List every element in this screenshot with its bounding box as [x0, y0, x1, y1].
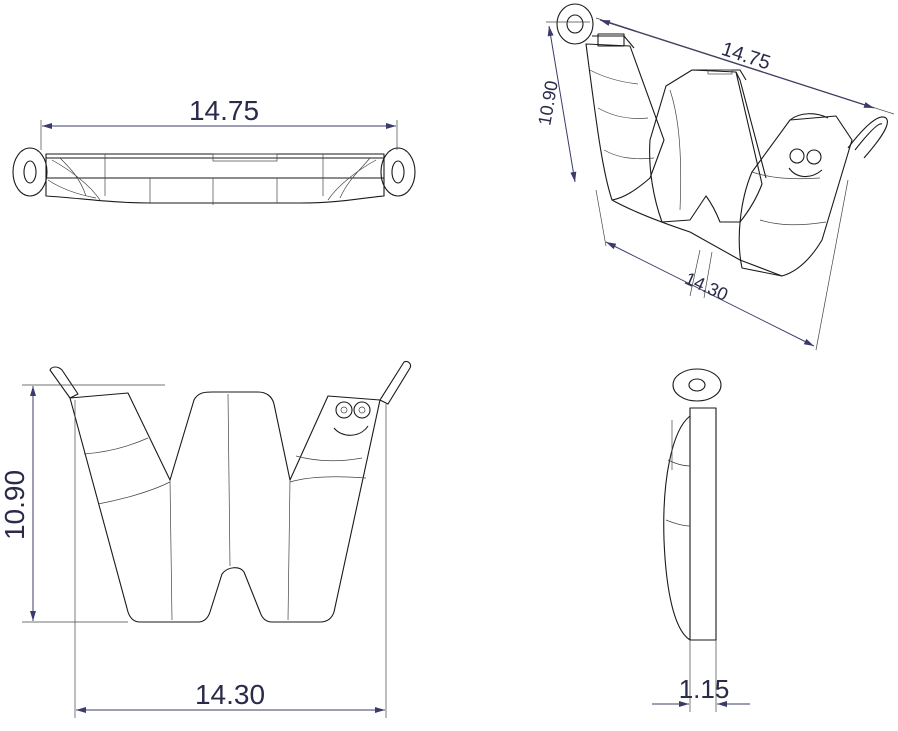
front-height-label: 10.90	[0, 470, 30, 540]
face-smile	[333, 425, 369, 436]
iso-length-label: 14.75	[719, 38, 773, 74]
isometric-view: 14.75 10.90 14.30	[534, 3, 895, 351]
front-width-label: 14.30	[195, 679, 265, 710]
top-view: 14.75	[12, 95, 416, 205]
side-view: 1.15	[652, 368, 750, 712]
face-right-eye	[353, 401, 371, 419]
side-thickness-label: 1.15	[679, 674, 730, 704]
side-ring	[672, 368, 722, 402]
front-left-hook	[49, 366, 79, 399]
left-ring	[12, 147, 48, 197]
iso-left-ring	[556, 3, 594, 45]
face-left-eye	[335, 401, 353, 419]
iso-right-ring	[847, 116, 888, 159]
iso-width-label: 14.30	[682, 268, 731, 305]
front-view: 10.90 14.30	[0, 360, 412, 718]
top-dimension-label: 14.75	[189, 95, 259, 126]
iso-height-label: 10.90	[534, 79, 562, 127]
front-right-hook	[379, 360, 412, 405]
w-body	[69, 391, 381, 623]
side-plate	[689, 407, 717, 641]
right-ring	[380, 147, 416, 197]
